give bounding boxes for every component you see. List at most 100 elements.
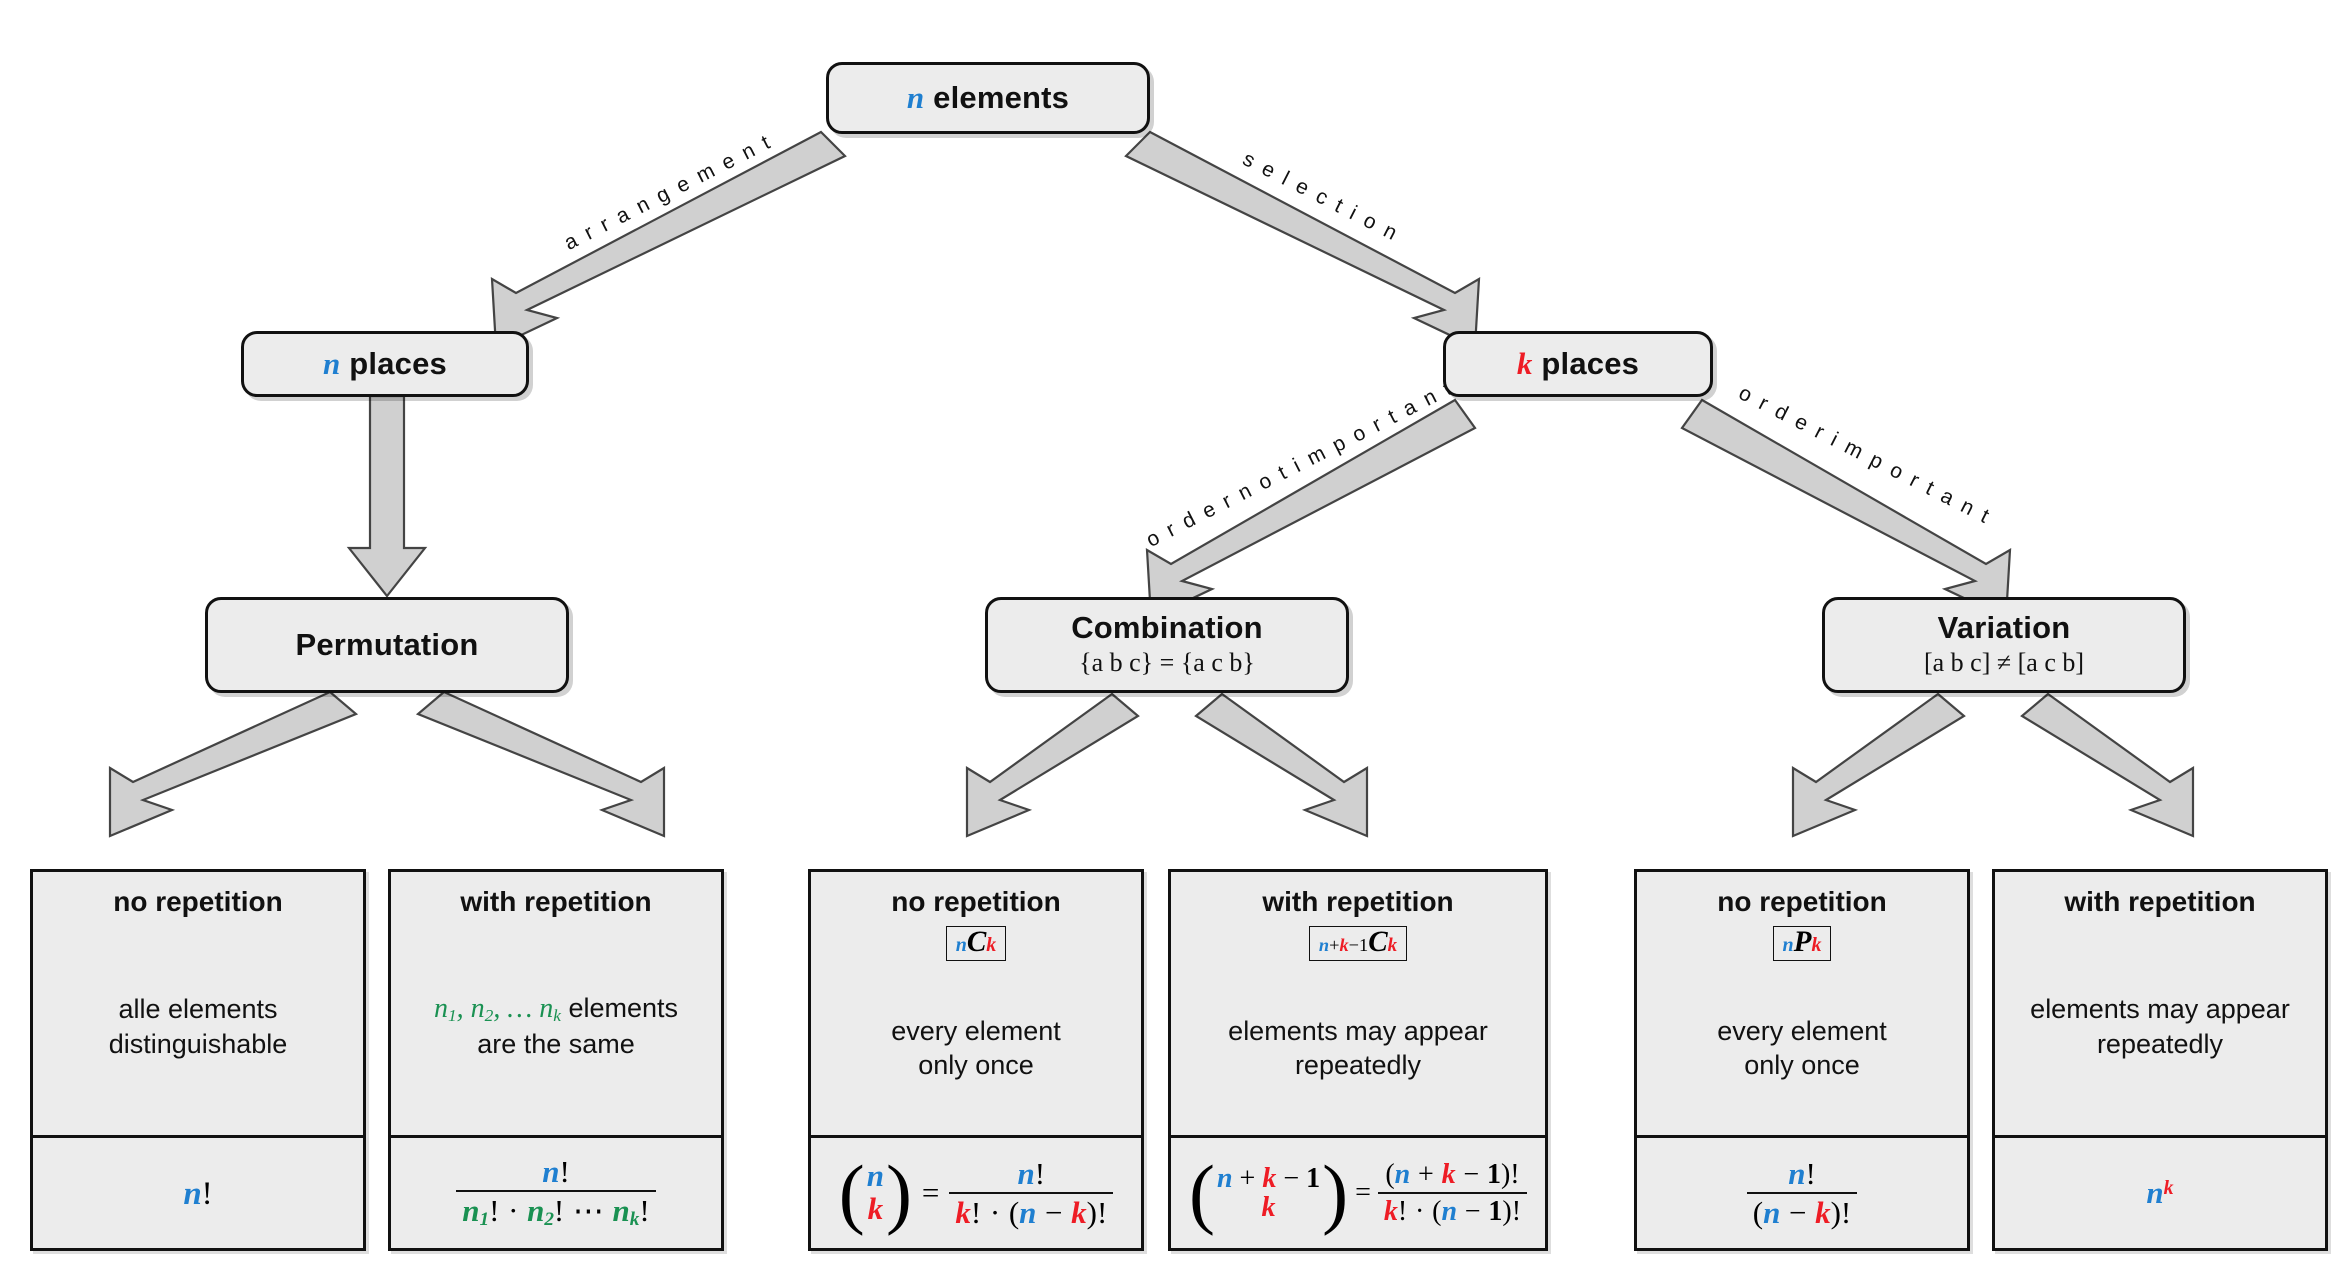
leaf-formula: n! (n − k)! [1637, 1138, 1967, 1248]
left-paren: ( [838, 1148, 865, 1236]
arrow-n-places-to-permutation [346, 394, 428, 598]
arrow-permutation-to-no-repetition [108, 690, 359, 838]
symbol-npk1Ck: n+k−1Ck [1318, 926, 1398, 959]
fraction-denominator: k! · (n − 1)! [1377, 1192, 1528, 1227]
leaf-upper: no repetition alle elements distinguisha… [33, 872, 363, 1135]
left-paren: ( [1188, 1148, 1215, 1236]
leaf-divider [1995, 1135, 2325, 1138]
leaf-title: no repetition [113, 886, 283, 917]
leaf-combination-with-repetition[interactable]: with repetition n+k−1Ck elements may app… [1168, 869, 1548, 1251]
arrow-permutation-to-with-repetition [415, 690, 666, 838]
node-n-places-text: places [340, 345, 447, 381]
equals-sign: = [921, 1175, 940, 1210]
leaf-description: every element only once [1709, 1014, 1895, 1083]
leaf-upper: no repetition nCk every element only onc… [811, 872, 1141, 1135]
binomial-stack: n k [865, 1160, 886, 1225]
desc-line-2: repeatedly [1294, 1050, 1422, 1081]
edge-label-order-important: o r d e r i m p o r t a n t [1735, 381, 1995, 529]
symbol-nPk: nPk [1782, 926, 1822, 959]
formula-fraction: n! n1! · n2! ⋯ nk! [456, 1155, 656, 1231]
leaf-title: no repetition [1717, 886, 1887, 917]
node-k-places-label: k places [1516, 345, 1639, 381]
leaf-divider [811, 1135, 1141, 1138]
node-permutation[interactable]: Permutation [205, 597, 569, 693]
node-n-elements-text: elements [924, 79, 1070, 115]
variable-k: k [1516, 345, 1533, 381]
variable-n: n [323, 345, 341, 381]
leaf-title: with repetition [2064, 886, 2256, 917]
desc-green-vars: n1, n2, … nk [433, 993, 561, 1026]
desc-line-1: every element [891, 1015, 1061, 1046]
leaf-variation-no-repetition[interactable]: no repetition nPk every element only onc… [1634, 869, 1970, 1251]
fraction-denominator: (n − k)! [1746, 1192, 1858, 1229]
formula-power: nk [2146, 1175, 2174, 1210]
node-combination[interactable]: Combination {a b c} = {a c b} [985, 597, 1349, 693]
leaf-formula: n! [33, 1138, 363, 1248]
binomial-top: n + k − 1 [1216, 1162, 1321, 1194]
edge-label-arrangement: a r r a n g e m e n t [560, 129, 776, 255]
node-n-places-label: n places [323, 345, 447, 381]
desc-line-1: elements may appear [2030, 994, 2290, 1025]
leaf-description: elements may appear repeatedly [1220, 1014, 1496, 1083]
edge-label-order-not-important: o r d e r n o t i m p o r t a n t [1142, 376, 1458, 552]
desc-line-2: only once [1744, 1050, 1860, 1081]
binomial-coefficient: ( n k ) [838, 1148, 912, 1236]
arrow-combination-to-with-repetition [1194, 692, 1369, 838]
leaf-combination-no-repetition[interactable]: no repetition nCk every element only onc… [808, 869, 1144, 1251]
right-paren: ) [885, 1148, 912, 1236]
leaf-title: with repetition [1262, 886, 1454, 917]
node-k-places[interactable]: k places [1443, 331, 1713, 397]
arrow-root-to-n-places [490, 130, 847, 349]
binomial-top: n [866, 1158, 884, 1194]
combination-set-notation: {a b c} = {a c b} [1079, 648, 1255, 678]
node-n-elements[interactable]: n elements [826, 62, 1150, 134]
equals-sign: = [1355, 1177, 1371, 1208]
desc-line-2: repeatedly [2096, 1028, 2224, 1059]
leaf-symbol-box: n+k−1Ck [1308, 926, 1408, 962]
leaf-formula: ( n k ) = n! k! · (n − k)! [811, 1138, 1141, 1248]
leaf-upper: with repetition elements may appear repe… [1995, 872, 2325, 1135]
leaf-divider [391, 1135, 721, 1138]
leaf-formula: n! n1! · n2! ⋯ nk! [391, 1138, 721, 1248]
leaf-upper: with repetition n1, n2, … nk elements ar… [391, 872, 721, 1135]
node-n-elements-label: n elements [906, 79, 1070, 115]
variation-sequence-notation: [a b c] ≠ [a c b] [1923, 648, 2085, 678]
desc-line-1: elements may appear [1228, 1015, 1488, 1046]
leaf-title: no repetition [891, 886, 1061, 917]
binomial-bottom: k [867, 1191, 884, 1226]
node-n-places[interactable]: n places [241, 331, 529, 397]
leaf-upper: with repetition n+k−1Ck elements may app… [1171, 872, 1545, 1135]
formula-fraction: n! (n − k)! [1746, 1155, 1858, 1230]
leaf-formula: nk [1995, 1138, 2325, 1248]
fraction-denominator: k! · (n − k)! [949, 1192, 1114, 1229]
formula-n: n [183, 1175, 202, 1212]
formula-equation: ( n + k − 1 k ) = (n + k − 1)! k! · (n −… [1188, 1148, 1528, 1236]
binomial-bottom: k [1261, 1192, 1276, 1223]
fraction-numerator: n! [1017, 1155, 1046, 1191]
leaf-divider [1637, 1135, 1967, 1138]
fraction-denominator: n1! · n2! ⋯ nk! [456, 1190, 656, 1231]
leaf-permutation-no-repetition[interactable]: no repetition alle elements distinguisha… [30, 869, 366, 1251]
leaf-title: with repetition [460, 886, 652, 917]
edge-label-selection: s e l e c t i o n [1239, 147, 1403, 246]
leaf-symbol-box: nPk [1772, 926, 1832, 962]
node-variation[interactable]: Variation [a b c] ≠ [a c b] [1822, 597, 2186, 693]
desc-line-1: every element [1717, 1015, 1887, 1046]
leaf-variation-with-repetition[interactable]: with repetition elements may appear repe… [1992, 869, 2328, 1251]
desc-line-2: are the same [477, 1029, 635, 1060]
node-combination-title: Combination [1071, 610, 1263, 646]
leaf-formula: ( n + k − 1 k ) = (n + k − 1)! k! · (n −… [1171, 1138, 1545, 1248]
leaf-upper: no repetition nPk every element only onc… [1637, 872, 1967, 1135]
desc-line-2: distinguishable [108, 1028, 288, 1059]
variable-n: n [906, 79, 925, 115]
leaf-description: every element only once [883, 1014, 1069, 1083]
arrow-variation-to-no-repetition [1791, 692, 1966, 838]
formula-factorial: ! [201, 1175, 213, 1212]
desc-line-1: elements [568, 993, 679, 1024]
node-variation-example-wrap: [a b c] ≠ [a c b] [1924, 647, 2084, 678]
leaf-description: elements may appear repeatedly [2022, 992, 2298, 1061]
leaf-permutation-with-repetition[interactable]: with repetition n1, n2, … nk elements ar… [388, 869, 724, 1251]
fraction-numerator: n! [1788, 1155, 1816, 1191]
symbol-nCk: nCk [955, 926, 997, 959]
